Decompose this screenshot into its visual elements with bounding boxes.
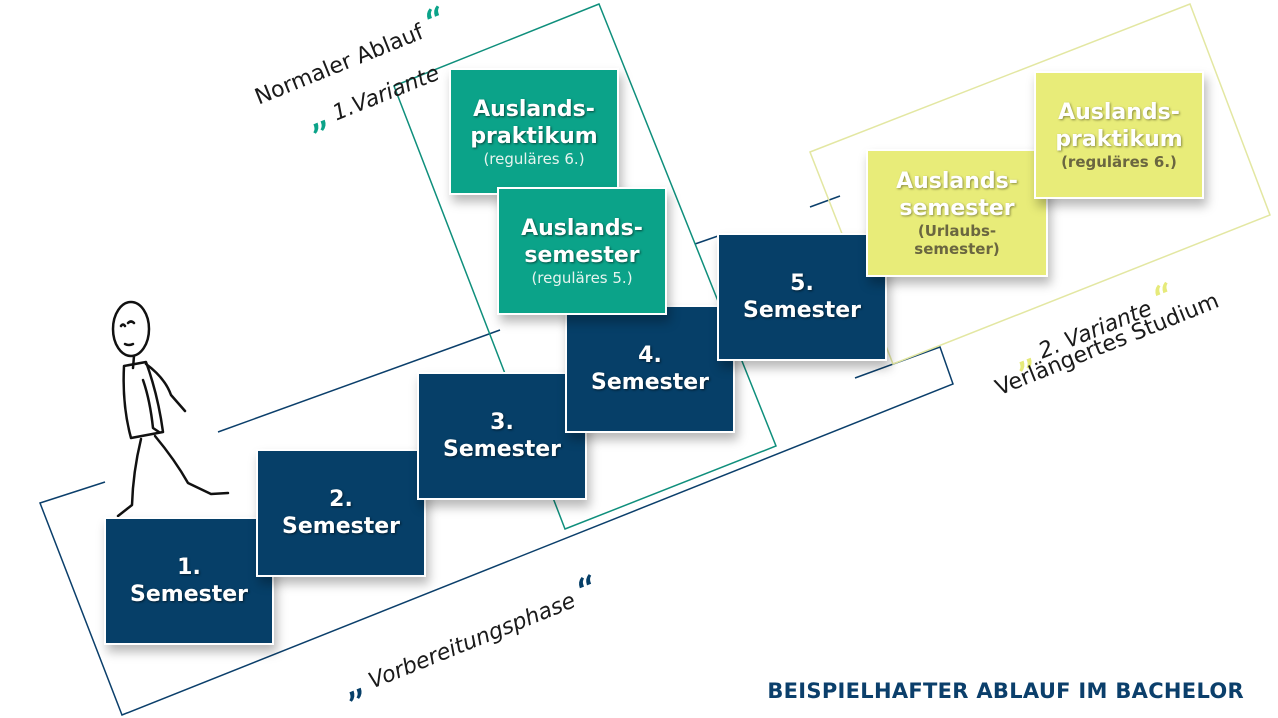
variant1-auslandssemester: Auslands- semester (reguläres 5.) [497, 187, 667, 315]
step-label: Semester [743, 298, 861, 323]
box-title-line1: Auslands- [521, 216, 643, 241]
step-semester-5: 5. Semester [717, 233, 887, 361]
box-title-line2: semester [524, 243, 640, 268]
preparation-frame-top3 [809, 195, 841, 208]
preparation-frame-top [217, 329, 501, 433]
step-label: Semester [282, 514, 400, 539]
step-label: Semester [591, 370, 709, 395]
stick-figure [111, 300, 230, 518]
box-subtitle: (reguläres 5.) [531, 269, 633, 287]
box-title-line1: Auslands- [473, 96, 595, 122]
box-title-line2: semester [899, 196, 1015, 221]
page-title: BEISPIELHAFTER ABLAUF IM BACHELOR [767, 679, 1244, 703]
variant1-auslandspraktikum: Auslands- praktikum (reguläres 6.) [449, 68, 619, 195]
step-semester-2: 2. Semester [256, 449, 426, 577]
box-title-line1: Auslands- [1058, 100, 1180, 125]
step-semester-1: 1. Semester [104, 517, 274, 645]
variant2-auslandspraktikum: Auslands- praktikum (reguläres 6.) [1034, 71, 1204, 199]
box-title-line2: praktikum [470, 123, 598, 149]
variant2-auslandssemester: Auslands- semester (Urlaubs- semester) [866, 149, 1048, 277]
box-subtitle-line1: (Urlaubs- [917, 222, 997, 240]
preparation-frame-top2 [694, 235, 719, 245]
box-subtitle: (reguläres 6.) [483, 149, 585, 168]
box-subtitle: (reguläres 6.) [1061, 153, 1177, 171]
step-number: 3. [490, 410, 514, 435]
step-label: Semester [443, 437, 561, 462]
box-subtitle-line2: semester) [914, 240, 1000, 258]
step-label: Semester [130, 582, 248, 607]
step-number: 1. [177, 555, 201, 580]
box-title-line2: praktikum [1055, 127, 1183, 152]
step-number: 2. [329, 487, 353, 512]
step-number: 5. [790, 271, 814, 296]
box-title-line1: Auslands- [896, 169, 1018, 194]
preparation-frame [39, 346, 954, 716]
step-semester-4: 4. Semester [565, 305, 735, 433]
step-number: 4. [638, 343, 662, 368]
step-semester-3: 3. Semester [417, 372, 587, 500]
